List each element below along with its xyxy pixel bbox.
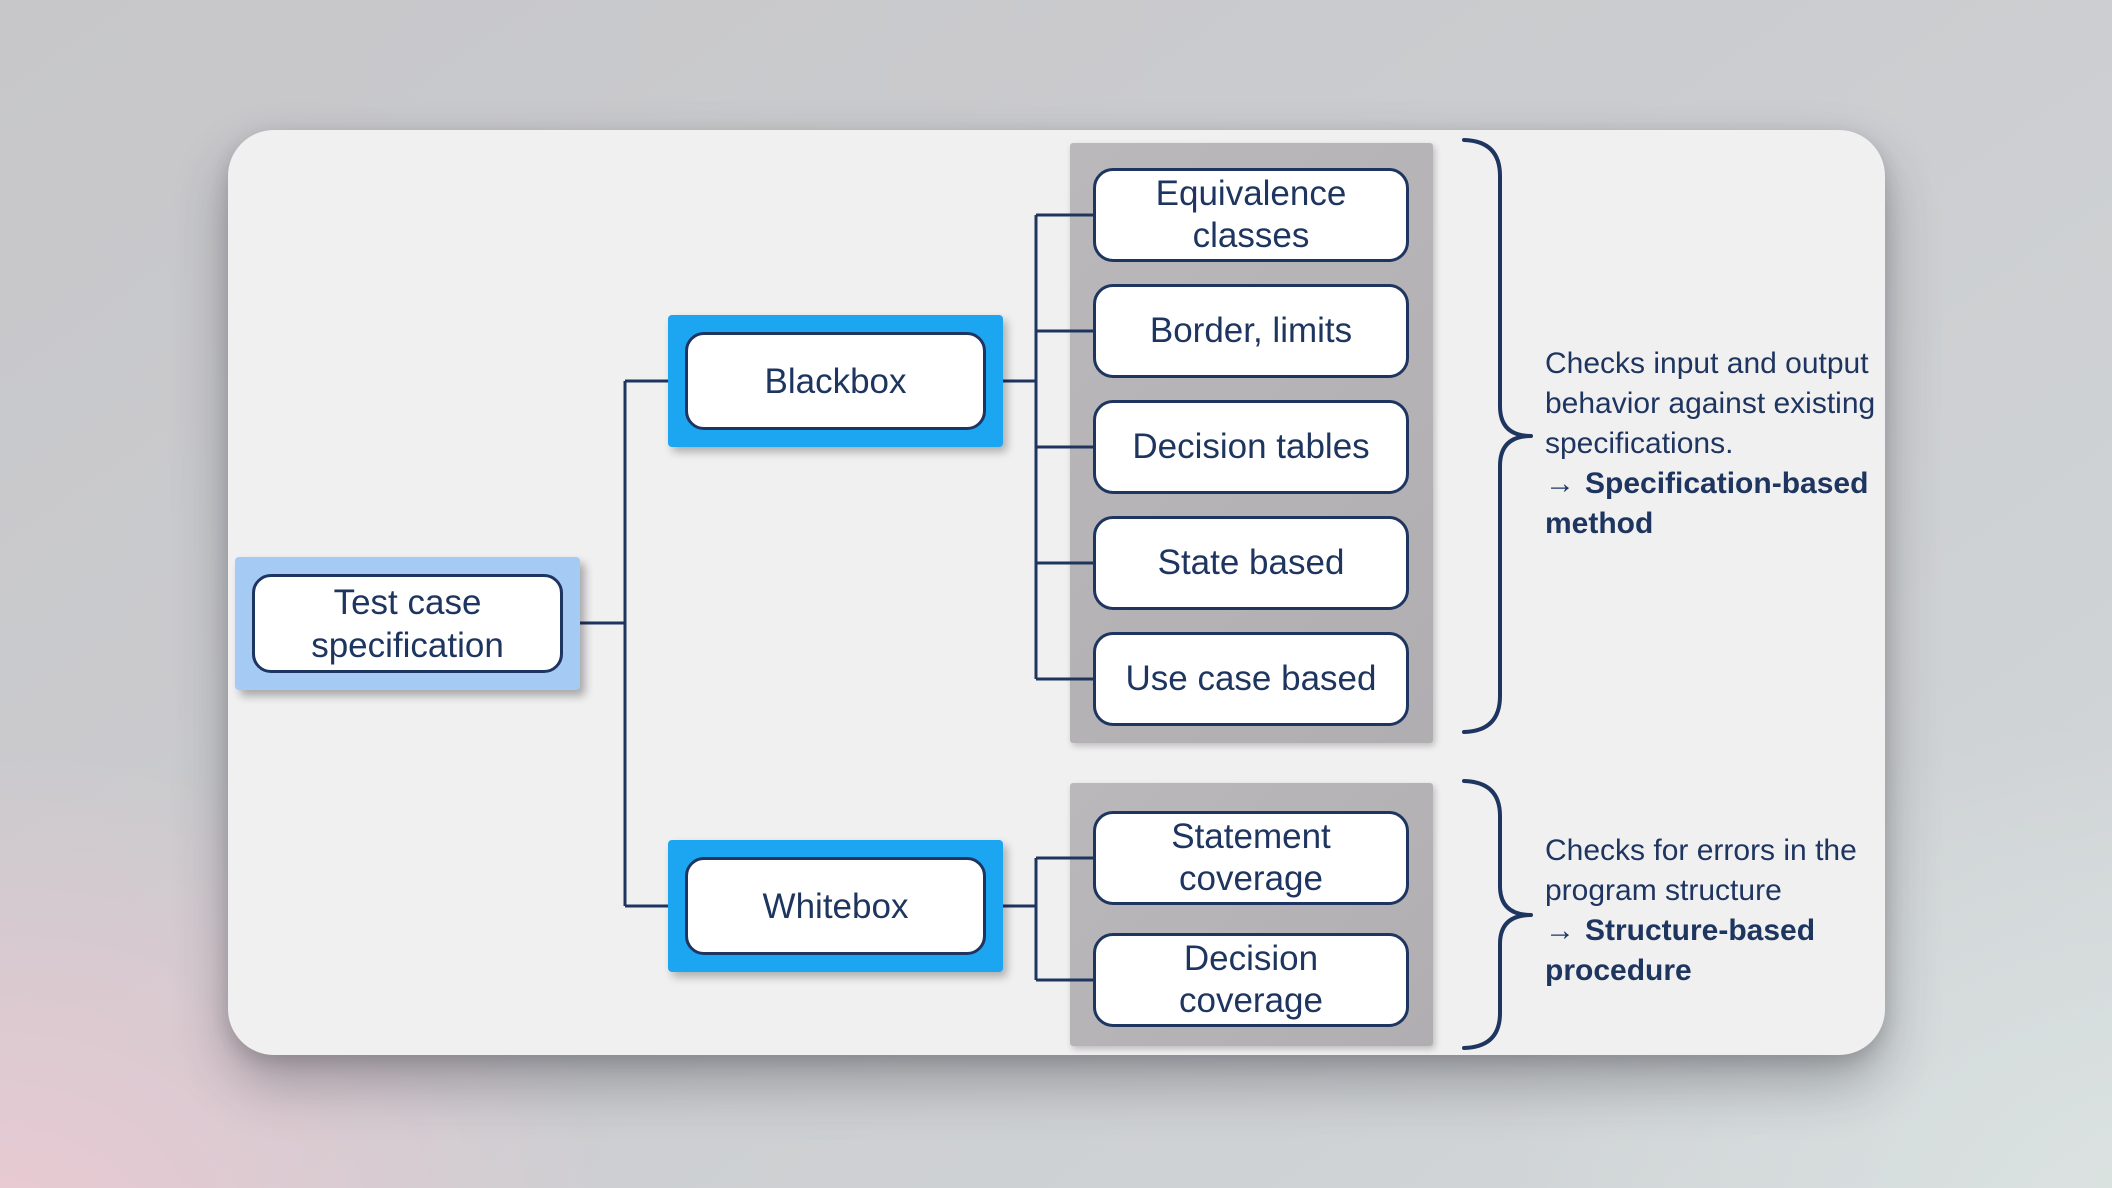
leaf-label: Use case based <box>1125 659 1377 698</box>
leaf-label: Decision coverage <box>1179 939 1323 1020</box>
note-specification-bold-text: Specification-based method <box>1545 467 1869 540</box>
note-structure-text: Checks for errors in the program structu… <box>1545 834 1857 907</box>
whitebox-node: Whitebox <box>685 857 986 955</box>
note-structure-bold-text: Structure-based procedure <box>1545 914 1816 987</box>
leaf-node-use-case-based: Use case based <box>1093 632 1409 726</box>
root-node-highlight: Test case specification <box>235 557 580 690</box>
note-structure: Checks for errors in the program structu… <box>1545 831 1901 991</box>
note-structure-conclusion: →Structure-based procedure <box>1545 911 1901 991</box>
right-arrow-icon: → <box>1545 467 1575 500</box>
leaf-node-statement-coverage: Statement coverage <box>1093 811 1409 905</box>
leaf-node-decision-coverage: Decision coverage <box>1093 933 1409 1027</box>
blackbox-node-label: Blackbox <box>764 361 907 401</box>
blackbox-node: Blackbox <box>685 332 986 430</box>
right-arrow-icon: → <box>1545 914 1575 947</box>
leaf-node-border-limits: Border, limits <box>1093 284 1409 378</box>
note-specification: Checks input and output behavior against… <box>1545 344 1901 544</box>
whitebox-node-label: Whitebox <box>762 886 909 926</box>
leaf-label: Decision tables <box>1132 427 1370 466</box>
leaf-label: Statement coverage <box>1171 817 1331 898</box>
leaf-label: Equivalence classes <box>1155 174 1347 255</box>
leaf-label: Border, limits <box>1149 311 1353 350</box>
whitebox-node-highlight: Whitebox <box>668 840 1003 972</box>
note-specification-text: Checks input and output behavior against… <box>1545 347 1876 460</box>
leaf-node-state-based: State based <box>1093 516 1409 610</box>
leaf-node-decision-tables: Decision tables <box>1093 400 1409 494</box>
root-node-label: Test case specification <box>311 582 504 665</box>
leaf-label: State based <box>1157 543 1345 582</box>
root-node: Test case specification <box>252 574 563 673</box>
leaf-node-equivalence-classes: Equivalence classes <box>1093 168 1409 262</box>
blackbox-node-highlight: Blackbox <box>668 315 1003 447</box>
note-specification-conclusion: →Specification-based method <box>1545 464 1901 544</box>
